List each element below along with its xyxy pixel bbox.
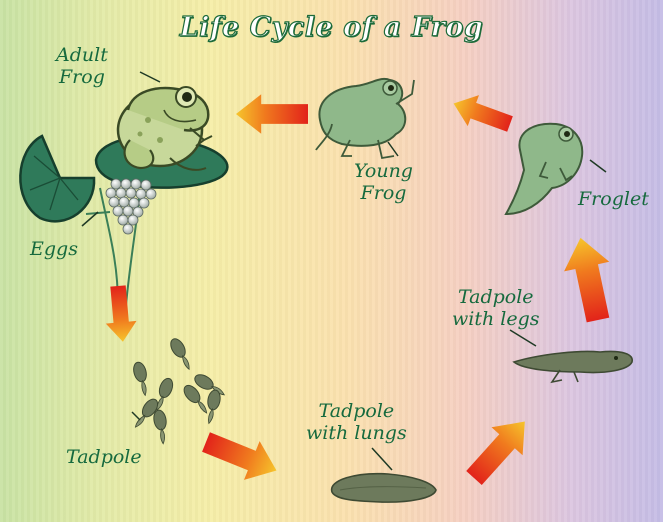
label-tadpole-with-legs-line-1: Tadpole: [452, 286, 540, 308]
tadpoles-group: [131, 336, 227, 444]
arrow-froglet-to-young: [448, 88, 516, 140]
label-tadpole-with-lungs-line-1: Tadpole: [306, 400, 407, 422]
tadpole-with-legs: [514, 351, 632, 382]
label-young-frog-line-2: Frog: [354, 182, 413, 204]
label-tadpole-with-legs: Tadpole with legs: [452, 286, 540, 330]
lily-pad-left: [20, 136, 94, 221]
young-frog: [316, 79, 414, 158]
arrow-lungs-to-legs: [458, 408, 540, 492]
arrow-adult-to-eggs: [103, 285, 139, 343]
label-tadpole: Tadpole: [66, 446, 142, 468]
label-adult-frog-line-2: Frog: [56, 66, 108, 88]
label-adult-frog: Adult Frog: [56, 44, 108, 88]
label-tadpole-with-lungs-line-2: with lungs: [306, 422, 407, 444]
label-tadpole-with-legs-line-2: with legs: [452, 308, 540, 330]
label-adult-frog-line-1: Adult: [56, 44, 108, 66]
label-eggs: Eggs: [30, 238, 78, 260]
arrow-legs-to-froglet: [558, 233, 621, 325]
label-froglet: Froglet: [578, 188, 649, 210]
arrow-tadpole-to-lungs: [198, 423, 284, 490]
diagram-title: Life Cycle of a Frog: [0, 12, 663, 43]
froglet: [506, 124, 582, 214]
label-tadpole-with-lungs: Tadpole with lungs: [306, 400, 407, 444]
tadpole-with-lungs: [332, 474, 436, 502]
arrow-young-to-adult: [236, 94, 308, 134]
label-young-frog-line-1: Young: [354, 160, 413, 182]
label-young-frog: Young Frog: [354, 160, 413, 204]
eggs-cluster: [106, 179, 156, 234]
